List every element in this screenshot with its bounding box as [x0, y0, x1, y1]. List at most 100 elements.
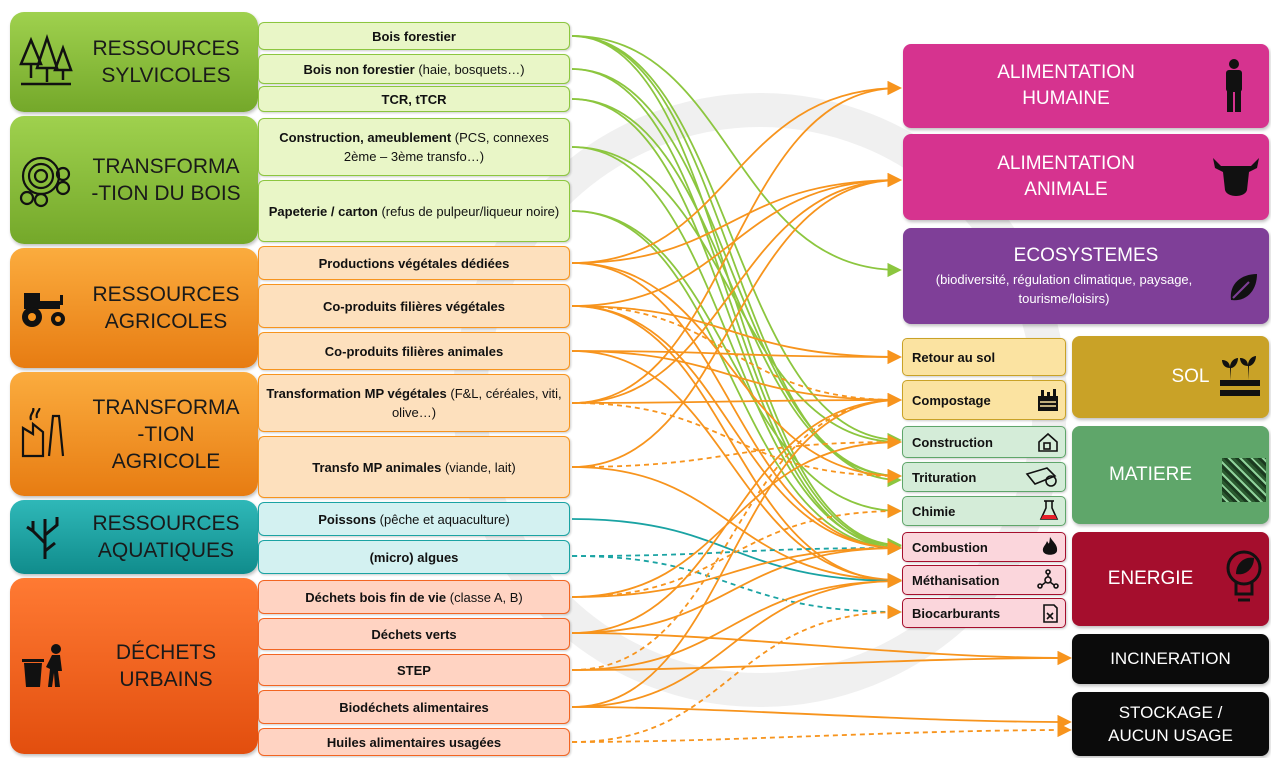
source-item: Bois non forestier (haie, bosquets…) [258, 54, 570, 84]
sub-compostage: Compostage [902, 380, 1066, 420]
trees-icon [10, 34, 80, 90]
category-label-line: RESSOURCES [92, 512, 240, 535]
sub-biocarburants: Biocarburants [902, 598, 1066, 628]
bulb-leaf-icon [1226, 550, 1262, 602]
source-item: (micro) algues [258, 540, 570, 574]
sub-label: Biocarburants [912, 605, 1001, 621]
source-text: Transformation MP végétales (F&L, céréal… [265, 384, 563, 422]
source-name: Biodéchets alimentaires [339, 699, 489, 715]
source-item: Déchets bois fin de vie (classe A, B) [258, 580, 570, 614]
source-name: (micro) algues [369, 549, 459, 565]
flow-arrow [571, 706, 1072, 730]
stockage-label-line: STOCKAGE / [1118, 703, 1223, 722]
source-name: STEP [397, 662, 431, 678]
sub-chimie: Chimie [902, 496, 1066, 526]
sprouts-icon [1220, 356, 1260, 396]
source-item: Déchets verts [258, 618, 570, 650]
source-name: TCR, tTCR [381, 91, 447, 107]
source-name: Papeterie / carton [268, 203, 378, 219]
compost-bin-icon [1038, 389, 1058, 411]
flame-icon [1042, 537, 1058, 555]
category-ressources-sylvicoles: RESSOURCES SYLVICOLES [10, 12, 258, 112]
flow-arrow [571, 503, 902, 598]
source-item: Productions végétales dédiées [258, 246, 570, 280]
source-name: Déchets verts [371, 626, 457, 642]
destination-alimentation-animale: ALIMENTATION ANIMALE [903, 134, 1269, 220]
category-label-line: RESSOURCES [92, 37, 240, 60]
source-name: Construction, ameublement [279, 130, 452, 145]
flow-arrow [571, 80, 902, 404]
stockage-label-line: AUCUN USAGE [1108, 726, 1233, 745]
sub-label: Méthanisation [912, 572, 1000, 588]
source-item: STEP [258, 654, 570, 686]
sub-construction: Construction [902, 426, 1066, 458]
factory-icon [10, 408, 80, 460]
molecule-icon [1037, 569, 1059, 589]
source-text: Déchets verts [371, 625, 456, 644]
source-detail: (PCS, connexes 2ème – 3ème transfo…) [343, 130, 549, 164]
source-name: Transfo MP animales [312, 459, 442, 475]
flow-arrow [571, 350, 902, 408]
source-detail: (haie, bosquets…) [414, 61, 525, 77]
source-text: (micro) algues [370, 548, 459, 567]
sub-label: Trituration [912, 469, 977, 485]
destination-stockage: STOCKAGE / AUCUN USAGE [1072, 692, 1269, 756]
flow-arrow [571, 555, 902, 620]
flow-arrow [571, 210, 902, 519]
destination-incineration: INCINERATION [1072, 634, 1269, 684]
source-name: Poissons [318, 511, 377, 527]
category-transformation-bois: TRANSFORMA-TION DU BOIS [10, 116, 258, 244]
source-detail: (viande, lait) [441, 459, 516, 475]
destination-energie: ENERGIE [1072, 532, 1269, 626]
fuel-can-icon [1043, 604, 1058, 623]
source-item: Co-produits filières végétales [258, 284, 570, 328]
source-text: Déchets bois fin de vie (classe A, B) [305, 588, 522, 607]
sol-label: SOL [1171, 366, 1210, 387]
source-text: TCR, tTCR [382, 90, 447, 109]
source-name: Transformation MP végétales [266, 386, 447, 401]
flow-arrow [571, 573, 902, 671]
source-text: Construction, ameublement (PCS, connexes… [265, 128, 563, 166]
flow-arrow [571, 650, 1072, 671]
source-name: Productions végétales dédiées [318, 255, 510, 271]
category-label-line: SYLVICOLES [101, 64, 231, 87]
source-detail: (pêche et aquaculture) [376, 511, 510, 527]
destination-sol: SOL [1072, 336, 1269, 418]
flow-arrow [571, 80, 902, 264]
matiere-label: MATIERE [1108, 464, 1193, 485]
source-item: Huiles alimentaires usagées [258, 728, 570, 756]
source-detail: (classe A, B) [446, 589, 523, 605]
flow-arrow [571, 540, 902, 557]
source-item: TCR, tTCR [258, 86, 570, 112]
seaweed-icon [10, 513, 80, 561]
source-detail: (F&L, céréales, viti, olive…) [391, 386, 562, 420]
flow-arrow [571, 392, 902, 634]
category-label-line: AGRICOLES [104, 310, 228, 333]
flow-arrow [571, 349, 902, 365]
ecosystemes-subtitle: (biodiversité, régulation climatique, pa… [935, 272, 1193, 306]
destination-matiere: MATIERE [1072, 426, 1269, 524]
source-item: Co-produits filières animales [258, 332, 570, 370]
source-name: Huiles alimentaires usagées [326, 734, 502, 750]
destination-label-line: ANIMALE [1024, 179, 1108, 200]
flow-arrow [571, 392, 902, 708]
source-item: Transfo MP animales (viande, lait) [258, 436, 570, 498]
category-label-line: URBAINS [119, 668, 213, 691]
sub-label: Compostage [912, 392, 991, 408]
destination-ecosystemes: ECOSYSTEMES (biodiversité, régulation cl… [903, 228, 1269, 324]
flow-arrow [571, 305, 902, 556]
flow-arrow [571, 540, 902, 598]
flow-arrow [571, 35, 902, 278]
flow-arrow [571, 350, 902, 588]
sub-label: Combustion [912, 539, 988, 555]
ecosystemes-title: ECOSYSTEMES [1013, 245, 1159, 266]
flow-arrow [571, 146, 902, 554]
flow-arrow [571, 305, 902, 589]
category-label-line: AGRICOLE [111, 449, 221, 473]
incineration-label: INCINERATION [1110, 649, 1231, 668]
source-item: Construction, ameublement (PCS, connexes… [258, 118, 570, 176]
destination-label-line: ALIMENTATION [997, 153, 1135, 174]
source-text: STEP [397, 661, 431, 680]
flow-arrow [571, 262, 902, 556]
flask-icon [1039, 500, 1059, 520]
